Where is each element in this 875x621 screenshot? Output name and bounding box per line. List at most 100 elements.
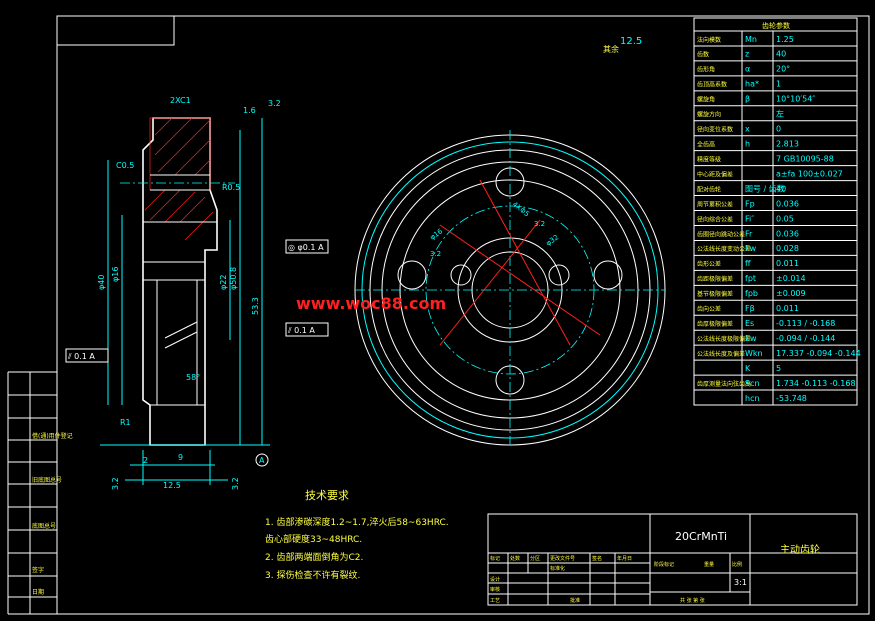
front-view: 12.5 其余 4XΦ5 φ16 φ32 3.2 3.2	[354, 36, 666, 446]
param-value: 2.813	[776, 139, 799, 148]
param-value: -53.748	[776, 394, 807, 403]
roughness-label: 1.6	[243, 106, 256, 115]
param-value: 0	[776, 125, 781, 134]
param-name: 径向变位系数	[697, 126, 733, 134]
param-symbol: ha*	[745, 80, 759, 89]
param-symbol: Fr	[745, 229, 753, 238]
param-name: 齿形角	[697, 66, 715, 74]
param-name: 螺旋角	[697, 96, 715, 104]
chamfer-label: C0.5	[116, 161, 134, 170]
param-table-title: 齿轮参数	[762, 21, 790, 30]
dim-label: 4XΦ5	[511, 200, 531, 218]
param-symbol: Ew	[745, 334, 757, 343]
title-col-label: 分区	[530, 555, 540, 562]
roughness-label: 12.5	[620, 36, 642, 47]
param-value: -0.094 / -0.144	[776, 334, 835, 343]
param-name: 螺旋方向	[697, 111, 721, 119]
dim-label: φ16	[429, 227, 445, 242]
dim-label: φ32	[545, 233, 561, 247]
title-row-label: 审核	[490, 586, 500, 593]
param-symbol: Fw	[745, 244, 757, 253]
param-symbol: fpt	[745, 274, 756, 283]
param-symbol: Fi″	[745, 214, 754, 223]
param-value: -0.113 / -0.168	[776, 319, 835, 328]
param-symbol: α	[745, 65, 750, 74]
rest-label: 其余	[603, 44, 619, 54]
param-symbol: ff	[745, 259, 751, 268]
param-value: 40	[776, 184, 786, 193]
param-symbol: Es	[745, 319, 754, 328]
sheet-label: 共 张 第 张	[680, 597, 705, 604]
param-value: 7 GB10095-88	[776, 154, 834, 163]
param-name: 齿圈径向跳动公差	[697, 230, 745, 238]
param-name: 配对齿轮	[697, 185, 721, 193]
param-name: 齿向公差	[697, 305, 721, 313]
param-value: 5	[776, 364, 781, 373]
dim-label: 12.5	[163, 481, 181, 490]
param-value: ±0.009	[776, 289, 806, 298]
material-label: 20CrMnTi	[675, 530, 727, 543]
title-block: 20CrMnTi 主动齿轮 3:1 标记 处数 分区 更改文件号 签名 年月日 …	[487, 513, 858, 606]
title-col-label: 年月日	[617, 555, 632, 562]
param-symbol: Scn	[745, 379, 760, 388]
param-symbol: x	[745, 125, 750, 134]
dim-label: 3.2	[534, 220, 545, 228]
param-name: 齿顶高系数	[697, 81, 727, 89]
dim-label: 9	[178, 453, 183, 462]
title-col-label: 标记	[490, 555, 500, 562]
param-value: 40	[776, 50, 786, 59]
roughness-label: 3.2	[231, 477, 240, 490]
dim-label: φ22	[219, 275, 228, 290]
param-symbol: β	[745, 95, 750, 104]
section-view: 2XC1 1.6 3.2 C0.5 R0.5 φ40 φ16 φ22 φ50.8…	[65, 96, 329, 490]
param-symbol: fpb	[745, 289, 758, 298]
side-strip-item: 借(通)用件登记	[32, 432, 73, 440]
param-value: 0.011	[776, 304, 799, 313]
param-value: 1	[776, 80, 781, 89]
param-name: 齿厚测量法向弦齿高	[697, 380, 751, 388]
scale-value: 3:1	[734, 578, 747, 587]
part-name: 主动齿轮	[780, 543, 820, 556]
dim-label: 53.3	[251, 297, 260, 315]
gdt-frame: ◎ φ0.1 A	[288, 243, 324, 252]
angle-label: 58°	[186, 373, 200, 382]
param-name: 齿数	[697, 51, 709, 59]
watermark: www.woc88.com	[296, 294, 446, 313]
param-name: 齿厚极限偏差	[697, 320, 733, 328]
approve-label: 批准	[570, 597, 580, 604]
tech-requirements: 技术要求 1. 齿部渗碳深度1.2~1.7,淬火后58~63HRC. 齿心部硬度…	[265, 489, 449, 581]
dim-label: 3.2	[430, 250, 441, 258]
param-value: 1.734 -0.113 -0.168	[776, 379, 856, 388]
dim-label: φ16	[111, 267, 120, 282]
tech-req-item: 2. 齿部两端面倒角为C2.	[265, 551, 363, 563]
param-value: ±0.014	[776, 274, 806, 283]
radius-label: R0.5	[222, 183, 240, 192]
dim-label: φ50.8	[229, 267, 238, 290]
param-symbol: hcn	[745, 394, 760, 403]
param-name: 公法线长度变动公差	[697, 245, 751, 253]
scale-label: 比例	[732, 561, 742, 568]
param-value: 0.011	[776, 259, 799, 268]
std-label: 标准化	[550, 565, 565, 572]
gdt-frame: ⫽ 0.1 A	[287, 326, 315, 335]
param-symbol: Wkn	[745, 349, 763, 358]
title-col-label: 更改文件号	[550, 555, 575, 562]
param-symbol: Fβ	[745, 304, 755, 313]
gdt-frame: ⫽ 0.1 A	[67, 352, 95, 361]
param-symbol: Fp	[745, 199, 755, 208]
param-value: 0.036	[776, 199, 799, 208]
roughness-label: 3.2	[111, 477, 120, 490]
param-name: 基节极限偏差	[697, 290, 733, 298]
tech-req-title: 技术要求	[305, 489, 349, 502]
param-name: 公法线长度及偏差	[697, 350, 745, 358]
param-name: 精度等级	[697, 155, 721, 163]
stage-label: 阶段标记	[654, 561, 674, 568]
param-symbol: z	[745, 50, 749, 59]
radius-label: R1	[120, 418, 131, 427]
title-col-label: 签名	[592, 555, 602, 562]
weight-label: 重量	[704, 561, 714, 568]
param-value: a±fa 100±0.027	[776, 169, 843, 178]
param-value: 1.25	[776, 35, 794, 44]
